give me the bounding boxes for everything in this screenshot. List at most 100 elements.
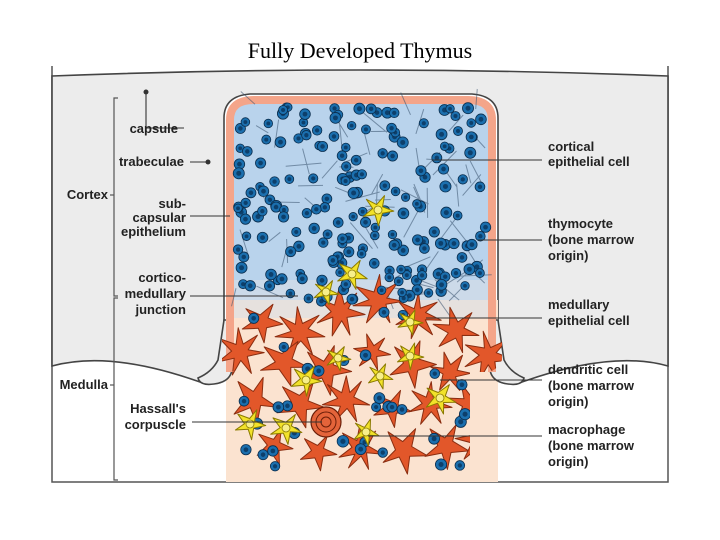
thymocyte-nucleus [237, 161, 242, 167]
thymocyte-nucleus [301, 120, 306, 125]
thymocyte-nucleus [451, 241, 457, 246]
thymocyte-nucleus [340, 236, 345, 241]
thymocyte-nucleus [396, 279, 401, 284]
thymocyte-nucleus [390, 232, 395, 237]
thymocyte-nucleus [414, 287, 420, 293]
thymocyte-nucleus [458, 419, 464, 425]
thymocyte-nucleus [243, 120, 248, 125]
thymocyte-nucleus [443, 210, 449, 216]
thymocyte-nucleus [363, 352, 368, 358]
thymocyte-nucleus [372, 233, 377, 238]
medullary-epithelial-cell [260, 340, 309, 387]
thymocyte-nucleus [387, 275, 392, 280]
label-macrophage-3: origin) [548, 454, 588, 469]
thymocyte-nucleus [296, 136, 301, 141]
thymocyte-nucleus [462, 411, 468, 417]
thymocyte-nucleus [389, 404, 395, 410]
thymocyte-nucleus [390, 153, 395, 159]
thymocyte-nucleus [339, 153, 345, 158]
thymocyte-nucleus [235, 247, 241, 252]
cortex-bracket [113, 97, 118, 297]
label-trabeculae: trabeculae [119, 154, 184, 169]
thymocyte-nucleus [238, 126, 243, 131]
medullary-epithelial-cell [353, 333, 392, 371]
thymocyte-nucleus [460, 177, 465, 182]
thymocyte-nucleus [335, 220, 341, 225]
thymocyte-nucleus [266, 121, 271, 126]
thymocyte-nucleus [353, 157, 359, 163]
thymocyte-nucleus [241, 398, 247, 404]
medullary-epithelial-cell [300, 435, 338, 472]
thymocyte-nucleus [279, 276, 285, 282]
thymocyte-nucleus [281, 344, 286, 350]
label-cortical-1: cortical [548, 139, 594, 154]
thymocyte-nucleus [349, 296, 355, 302]
thymocyte-nucleus [373, 225, 378, 230]
thymocyte-nucleus [465, 105, 471, 111]
label-thymocyte-3: origin) [548, 248, 588, 263]
thymocyte-nucleus [281, 107, 286, 113]
thymocyte-nucleus [278, 139, 283, 145]
label-subcapsular-2: capsular [133, 210, 186, 225]
thymocyte-nucleus [344, 164, 349, 169]
thymocyte-nucleus [332, 115, 338, 121]
label-dendritic-3: origin) [548, 394, 588, 409]
thymocyte-nucleus [384, 110, 390, 116]
thymocyte-nucleus [372, 261, 377, 266]
thymocyte-nucleus [260, 452, 266, 457]
thymocyte-nucleus [358, 446, 364, 452]
label-dendritic-2: (bone marrow [548, 378, 635, 393]
thymocyte-nucleus [374, 405, 379, 410]
thymocyte-nucleus [426, 290, 431, 295]
thymocyte-nucleus [477, 271, 482, 276]
thymocyte-nucleus [270, 448, 276, 454]
thymocyte-nucleus [400, 247, 406, 253]
thymocyte-nucleus [343, 282, 348, 287]
thymocyte-nucleus [243, 216, 248, 222]
label-hassall-1: Hassall's [130, 401, 186, 416]
thymocyte-nucleus [443, 274, 448, 279]
thymocyte-nucleus [467, 150, 473, 156]
thymocyte-nucleus [442, 183, 448, 189]
thymocyte-nucleus [241, 254, 247, 260]
label-capsule: capsule [130, 121, 178, 136]
subcapsular-epithelium [226, 96, 496, 372]
thymocyte-nucleus [363, 127, 368, 132]
thymocyte-nucleus [439, 282, 444, 288]
thymocyte-nucleus [248, 190, 254, 196]
thymocyte-nucleus [438, 240, 444, 246]
thymocyte-nucleus [359, 251, 364, 256]
thymocyte-nucleus [302, 111, 308, 117]
thymocyte-nucleus [267, 283, 272, 289]
label-junction-3: junction [134, 302, 186, 317]
yellow-cell-nucleus [347, 269, 357, 279]
trabecula-left-inner [197, 319, 233, 386]
thymocyte-nucleus [236, 170, 242, 176]
thymocyte-nucleus [255, 214, 261, 220]
thymocyte-nucleus [238, 146, 243, 151]
thymocyte-nucleus [400, 139, 406, 145]
thymocyte-nucleus [434, 155, 440, 161]
thymocyte-nucleus [321, 240, 326, 245]
thymocyte-nucleus [403, 195, 408, 200]
thymocyte-nucleus [330, 258, 336, 263]
thymocyte-nucleus [380, 151, 385, 156]
thymocyte-nucleus [272, 464, 278, 469]
medullary-epithelial-cell [321, 375, 371, 423]
thymocyte-nucleus [296, 243, 302, 249]
thymocyte-nucleus [260, 235, 265, 241]
medullary-epithelial-cell [395, 291, 442, 340]
thymocyte-nucleus [304, 133, 309, 138]
thymocyte-nucleus [380, 450, 385, 455]
thymocyte-nucleus [247, 283, 253, 289]
thymocyte-nucleus [379, 288, 384, 293]
thymocyte-nucleus [415, 237, 420, 243]
thymocyte-nucleus [325, 232, 330, 237]
thymocyte-nucleus [469, 242, 475, 247]
yellow-cell-nucleus [245, 419, 255, 429]
thymocyte-nucleus [438, 461, 444, 468]
thymocyte-nucleus [258, 160, 263, 166]
label-thymocyte-2: (bone marrow [548, 232, 635, 247]
thymocyte-nucleus [414, 278, 419, 283]
